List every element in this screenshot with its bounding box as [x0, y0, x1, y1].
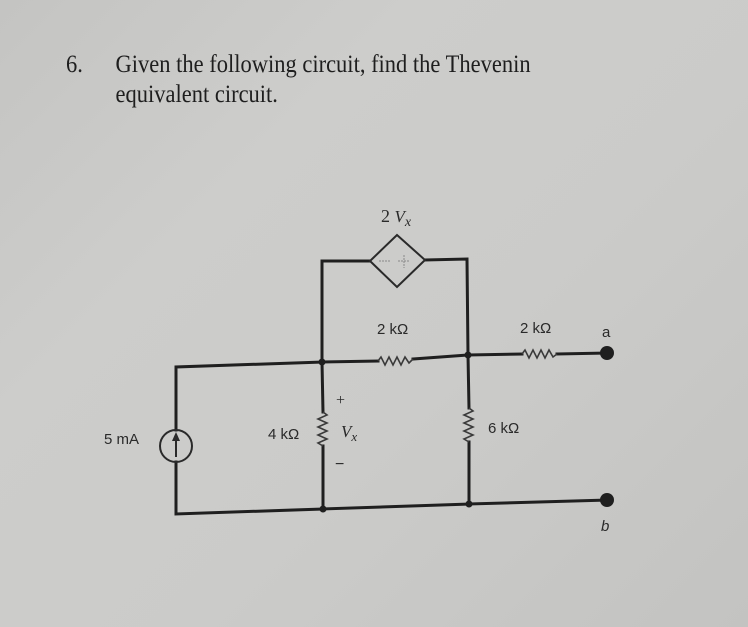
terminal-b-label: b [601, 518, 609, 535]
junction-node2 [464, 351, 472, 359]
wire-bottom-mid [320, 502, 471, 511]
problem-number: 6. [66, 51, 83, 78]
wire-top-left [174, 360, 324, 432]
resistor-2k-mid-label: 2 kΩ [377, 321, 408, 338]
problem-statement: 6. Given the following circuit, find the … [66, 50, 531, 110]
wires [174, 257, 609, 516]
arrow-up-icon [172, 432, 180, 457]
vx-minus: − [335, 456, 344, 473]
resistor-2k-right-label: 2 kΩ [520, 320, 551, 337]
wire-node2-to-r6k [466, 353, 471, 410]
dependent-source-label: 2 Vx [381, 206, 412, 230]
vx-label: Vx [341, 422, 357, 444]
terminal-a[interactable] [600, 346, 614, 360]
terminal-b[interactable] [600, 493, 614, 507]
wire-node1-up [320, 259, 372, 364]
dependent-source [368, 233, 427, 289]
resistor-2k-mid [377, 355, 414, 367]
problem-text-line1: Given the following circuit, find the Th… [115, 51, 531, 78]
wire-node2-to-r2k-right [466, 352, 524, 357]
current-source-label: 5 mA [104, 431, 139, 448]
terminal-a-label: a [602, 324, 611, 341]
resistor-6k [462, 407, 475, 443]
junction-bottom-right [465, 500, 473, 508]
wire-dep-right [423, 257, 470, 357]
resistor-4k [316, 411, 329, 447]
vx-plus: + [336, 392, 345, 409]
problem-line-1: 6. Given the following circuit, find the … [66, 50, 531, 80]
resistor-6k-label: 6 kΩ [488, 420, 519, 437]
resistor-2k-right [521, 348, 558, 360]
wire-r2k-to-node2 [411, 353, 470, 361]
wire-bottom-left [174, 460, 324, 516]
junction-bottom-left [319, 505, 327, 513]
problem-text-line2: equivalent circuit. [115, 81, 278, 108]
wire-node1-to-r2k [320, 359, 380, 364]
wire-node1-to-r4k [320, 360, 325, 414]
resistor-4k-label: 4 kΩ [268, 426, 299, 443]
wire-to-terminal-a [555, 351, 609, 356]
diamond-icon [368, 233, 427, 289]
current-source [159, 429, 193, 463]
wire-to-terminal-b [467, 498, 609, 506]
junction-node1 [318, 358, 326, 366]
